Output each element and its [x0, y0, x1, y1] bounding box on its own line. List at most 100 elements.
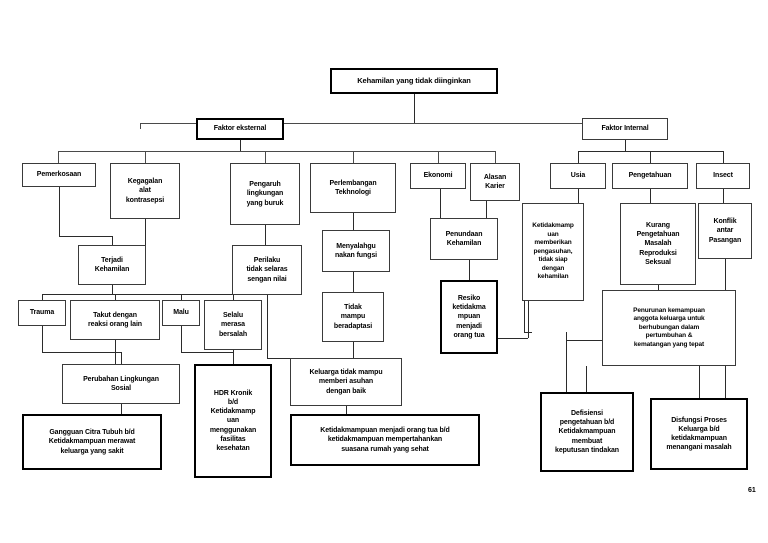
node-label-teknologi: Perlembangan Tekhnologi: [329, 179, 377, 196]
node-ketidakmampuan_ortu[interactable]: Ketidakmampuan menjadi orang tua b/d ket…: [290, 414, 480, 466]
page-number: 61: [748, 487, 756, 494]
connector-trj-drop-takut: [115, 294, 116, 300]
node-label-tidak_mampu: Tidak mampu beradaptasi: [333, 304, 373, 330]
connector-penurunan-down-dis: [699, 366, 700, 398]
connector-ext-drop-pemerkosaan: [58, 151, 59, 163]
node-label-pemerkosaan: Pemerkosaan: [36, 171, 82, 179]
node-eksternal[interactable]: Faktor eksternal: [196, 118, 284, 140]
connector-penundaan-down: [469, 260, 470, 280]
connector-root-bus: [140, 123, 646, 124]
node-label-root: Kehamilan yang tidak diinginkan: [357, 76, 471, 86]
node-label-usia: Usia: [570, 172, 586, 180]
node-penundaan[interactable]: Penundaan Kehamilan: [430, 218, 498, 260]
connector-trj-drop-selalu: [233, 294, 234, 300]
connector-eksternal-stem: [240, 140, 241, 151]
node-perilaku[interactable]: Perilaku tidak selaras sengan nilai: [232, 245, 302, 295]
node-root[interactable]: Kehamilan yang tidak diinginkan: [330, 68, 498, 94]
connector-ext-drop-teknologi: [353, 151, 354, 163]
node-label-keluarga_tidak_mampu: Keluarga tidak mampu memberi asuhan deng…: [309, 369, 383, 395]
node-menyalahgu[interactable]: Menyalahgu nakan fungsi: [322, 230, 390, 272]
connector-malu-elbow: [181, 352, 233, 353]
node-perubahan[interactable]: Perubahan Lingkungan Sosial: [62, 364, 180, 404]
node-pengetahuan[interactable]: Pengetahuan: [612, 163, 688, 189]
connector-asuh-to-def: [566, 332, 567, 392]
node-resiko[interactable]: Resiko ketidakma mpuan menjadi orang tua: [440, 280, 498, 354]
node-label-kegagalan: Kegagalan alat kontrasepsi: [125, 178, 165, 204]
node-penurunan[interactable]: Penurunan kemampuan anggota keluarga unt…: [602, 290, 736, 366]
connector-insect-down: [723, 189, 724, 203]
node-disfungsi[interactable]: Disfungsi Proses Keluarga b/d ketidakmam…: [650, 398, 748, 470]
node-label-trauma: Trauma: [29, 309, 55, 317]
connector-asuh-out: [524, 332, 532, 333]
node-label-defisiensi: Defisiensi pengetahuan b/d Ketidakmampua…: [555, 409, 619, 454]
node-label-insect: Insect: [713, 172, 733, 180]
node-label-penundaan: Penundaan Kehamilan: [445, 230, 483, 247]
node-label-pengetahuan: Pengetahuan: [628, 172, 672, 180]
node-insect[interactable]: Insect: [696, 163, 750, 189]
connector-eksternal-bus: [58, 151, 495, 152]
connector-ext-drop-kegagalan: [145, 151, 146, 163]
connector-menyalahgu-down: [353, 272, 354, 292]
connector-ext-drop-pengaruh: [265, 151, 266, 163]
connector-perilaku-down: [267, 295, 268, 358]
connector-ext-drop-ekonomi: [438, 151, 439, 163]
connector-pemerkosaan-down: [59, 187, 60, 236]
connector-terjadi-bus: [42, 294, 233, 295]
node-malu[interactable]: Malu: [162, 300, 200, 326]
node-karier[interactable]: Alasan Karier: [470, 163, 520, 201]
node-tidak_mampu[interactable]: Tidak mampu beradaptasi: [322, 292, 384, 342]
node-selalu[interactable]: Selalu merasa bersalah: [204, 300, 262, 350]
node-keluarga_tidak_mampu[interactable]: Keluarga tidak mampu memberi asuhan deng…: [290, 358, 402, 406]
node-label-hdr: HDR Kronik b/d Ketidakmamp uan menggunak…: [209, 389, 257, 453]
node-internal[interactable]: Faktor Internal: [582, 118, 668, 140]
node-label-gangguan: Gangguan Citra Tubuh b/d Ketidakmampuan …: [48, 429, 136, 455]
connector-penurunan-down-def: [586, 366, 587, 392]
connector-trj-drop-trauma: [42, 294, 43, 300]
node-ekonomi[interactable]: Ekonomi: [410, 163, 466, 189]
node-pemerkosaan[interactable]: Pemerkosaan: [22, 163, 96, 187]
connector-selalu-down: [233, 350, 234, 364]
connector-trj-drop-malu: [181, 294, 182, 300]
node-label-konflik: Konflik antar Pasangan: [708, 218, 742, 244]
connector-kegagalan-down: [145, 219, 146, 245]
node-kurang_pengetahuan[interactable]: Kurang Pengetahuan Masalah Reproduksi Se…: [620, 203, 696, 285]
node-label-ketidakmampuan_ortu: Ketidakmampuan menjadi orang tua b/d ket…: [320, 427, 450, 453]
connector-ext-drop-karier: [495, 151, 496, 163]
connector-pemerkosaan-elbow: [59, 236, 112, 237]
node-takut[interactable]: Takut dengan reaksi orang lain: [70, 300, 160, 340]
connector-int-drop-usia: [578, 151, 579, 163]
node-teknologi[interactable]: Perlembangan Tekhnologi: [310, 163, 396, 213]
connector-trauma-elbow: [42, 352, 121, 353]
node-defisiensi[interactable]: Defisiensi pengetahuan b/d Ketidakmampua…: [540, 392, 634, 472]
node-pengaruh[interactable]: Pengaruh lingkungan yang buruk: [230, 163, 300, 225]
connector-bus-to-eksternal: [140, 123, 141, 129]
connector-int-drop-insect: [723, 151, 724, 163]
node-gangguan[interactable]: Gangguan Citra Tubuh b/d Ketidakmampuan …: [22, 414, 162, 470]
node-label-disfungsi: Disfungsi Proses Keluarga b/d ketidakmam…: [666, 416, 732, 452]
connector-perubahan-down: [121, 404, 122, 414]
connector-resiko-out: [498, 338, 528, 339]
node-label-selalu: Selalu merasa bersalah: [219, 312, 247, 338]
node-hdr[interactable]: HDR Kronik b/d Ketidakmamp uan menggunak…: [194, 364, 272, 478]
connector-takut-down: [115, 340, 116, 364]
node-kegagalan[interactable]: Kegagalan alat kontrasepsi: [110, 163, 180, 219]
connector-teknologi-down: [353, 213, 354, 230]
node-konflik[interactable]: Konflik antar Pasangan: [698, 203, 752, 259]
node-usia[interactable]: Usia: [550, 163, 606, 189]
node-ketidakmampuan_asuh[interactable]: Ketidakmamp uan memberikan pengasuhan, t…: [522, 203, 584, 301]
connector-tidakmampu-down: [353, 342, 354, 358]
node-label-pengaruh: Pengaruh lingkungan yang buruk: [246, 181, 284, 207]
connector-kurang-down: [658, 285, 659, 290]
node-label-internal: Faktor Internal: [601, 125, 649, 133]
connector-perubahan-in: [121, 352, 122, 364]
node-terjadi[interactable]: Terjadi Kehamilan: [78, 245, 146, 285]
node-trauma[interactable]: Trauma: [18, 300, 66, 326]
connector-asuh-side: [524, 301, 525, 332]
node-label-penurunan: Penurunan kemampuan anggota keluarga unt…: [633, 306, 705, 348]
node-label-perilaku: Perilaku tidak selaras sengan nilai: [246, 257, 288, 283]
node-label-perubahan: Perubahan Lingkungan Sosial: [83, 375, 159, 392]
connector-terjadi-in-left: [112, 236, 113, 245]
connector-malu-down: [181, 326, 182, 352]
connector-terjadi-down: [112, 285, 113, 294]
connector-perilaku-elbow: [267, 358, 290, 359]
